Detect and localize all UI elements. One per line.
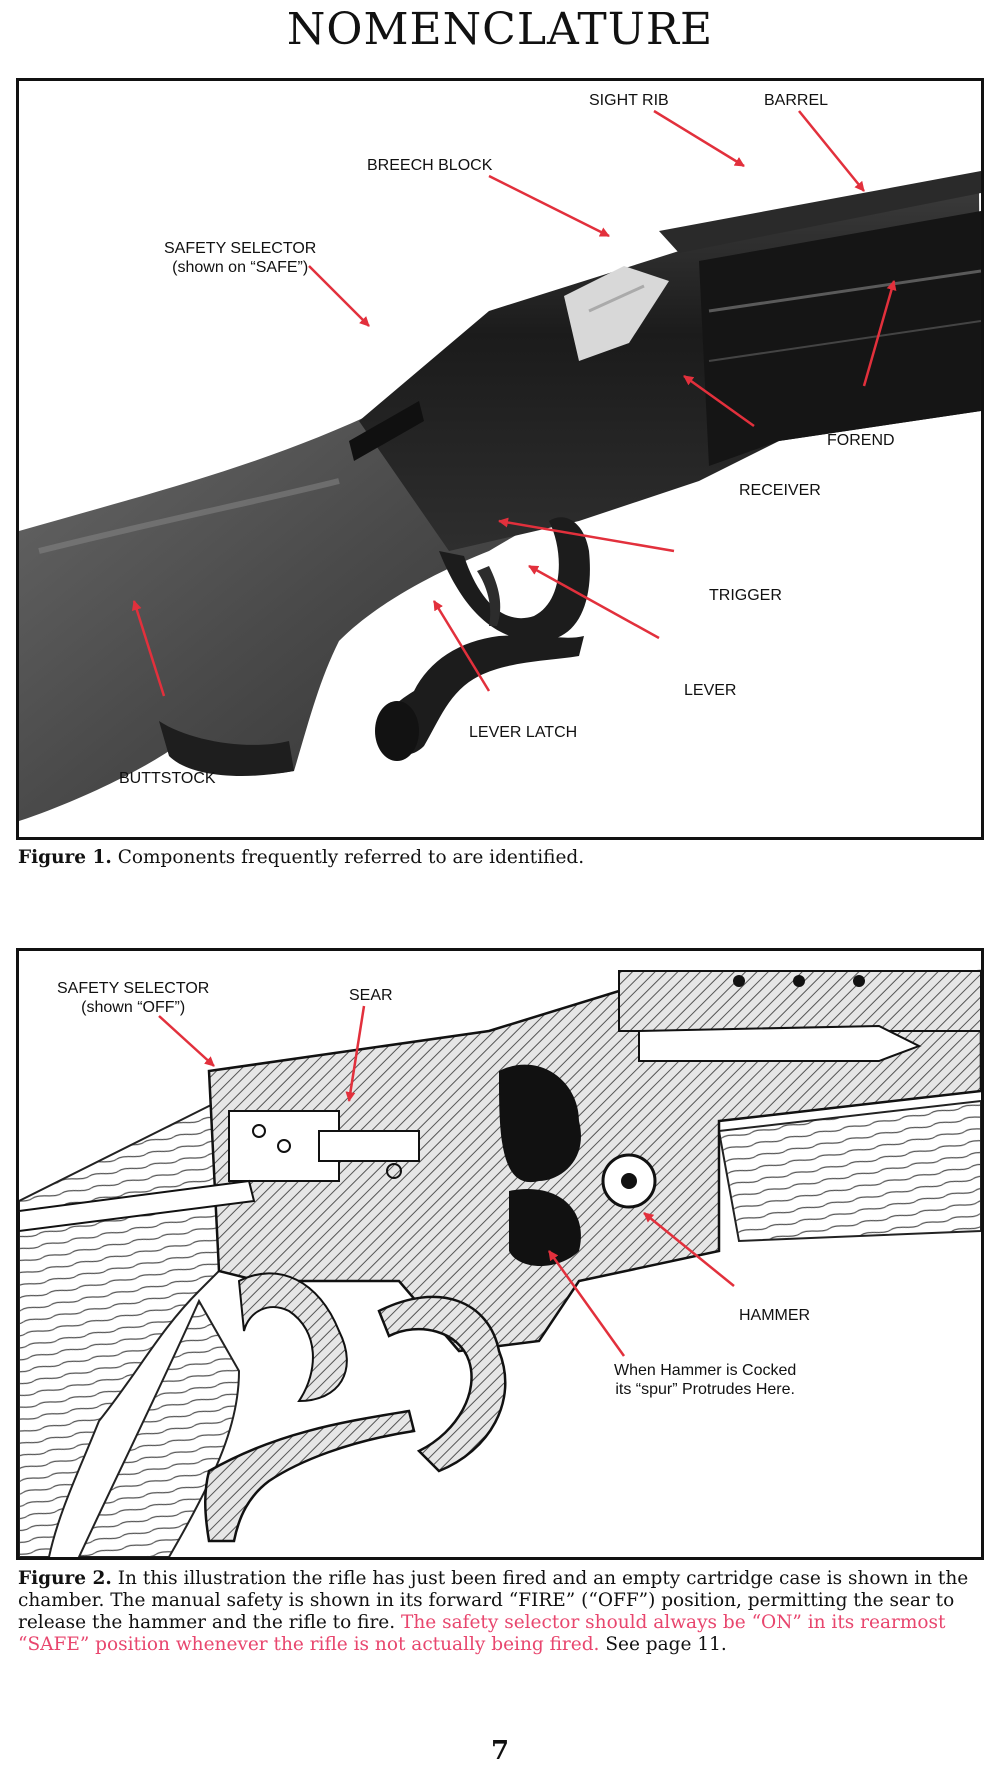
page-number: 7 [490, 1736, 510, 1766]
figure-2-caption-text: In this illustration the rifle has just … [18, 1568, 969, 1633]
page-title: NOMENCLATURE [286, 4, 714, 55]
label-forend: FOREND [827, 432, 895, 449]
label-safety-selector: SAFETY SELECTOR (shown on “SAFE”) [164, 239, 316, 277]
label-safety-selector-note: (shown on “SAFE”) [172, 259, 309, 276]
arrow-sight-rib [653, 109, 745, 168]
label-hammer-note-line2: its “spur” Protrudes Here. [615, 1381, 795, 1398]
label-safety-selector-off: SAFETY SELECTOR (shown “OFF”) [57, 979, 209, 1017]
figure-2-caption-tail: See page 11. [605, 1634, 727, 1655]
label-hammer-note-line1: When Hammer is Cocked [614, 1362, 797, 1379]
label-sight-rib: SIGHT RIB [589, 92, 669, 109]
safety-warning-text: The safety selector should always be “ON… [18, 1612, 946, 1655]
figure-2-caption: Figure 2. In this illustration the rifle… [18, 1568, 978, 1656]
action-cutaway-illustration [19, 951, 981, 1557]
label-hammer: HAMMER [739, 1307, 811, 1324]
label-receiver: RECEIVER [739, 482, 821, 499]
arrow-barrel [798, 110, 865, 192]
figure-2-cutaway: SAFETY SELECTOR (shown “OFF”) SEAR HAMME… [16, 948, 984, 1560]
figure-1-caption-text: Components frequently referred to are id… [117, 847, 585, 868]
label-safety-selector-off-note: (shown “OFF”) [81, 999, 186, 1016]
figure-2-caption-label: Figure 2. [18, 1568, 112, 1589]
label-trigger: TRIGGER [709, 587, 782, 604]
arrow-safety-selector-2 [158, 1015, 215, 1067]
label-safety-selector-off-title: SAFETY SELECTOR [57, 980, 210, 997]
figure-1-photo: SIGHT RIB BARREL BREECH BLOCK SAFETY SEL… [16, 78, 984, 840]
figure-1-caption: Figure 1. Components frequently referred… [18, 847, 978, 869]
label-breech-block: BREECH BLOCK [367, 157, 493, 174]
label-lever-latch: LEVER LATCH [469, 724, 578, 741]
label-hammer-note: When Hammer is Cocked its “spur” Protrud… [614, 1361, 796, 1399]
label-barrel: BARREL [764, 92, 829, 109]
label-sear: SEAR [349, 987, 393, 1004]
label-buttstock: BUTTSTOCK [119, 770, 216, 787]
figure-1-caption-label: Figure 1. [18, 847, 112, 868]
label-safety-selector-title: SAFETY SELECTOR [164, 240, 317, 257]
label-lever: LEVER [684, 682, 737, 699]
rifle-photo-illustration [19, 81, 981, 837]
